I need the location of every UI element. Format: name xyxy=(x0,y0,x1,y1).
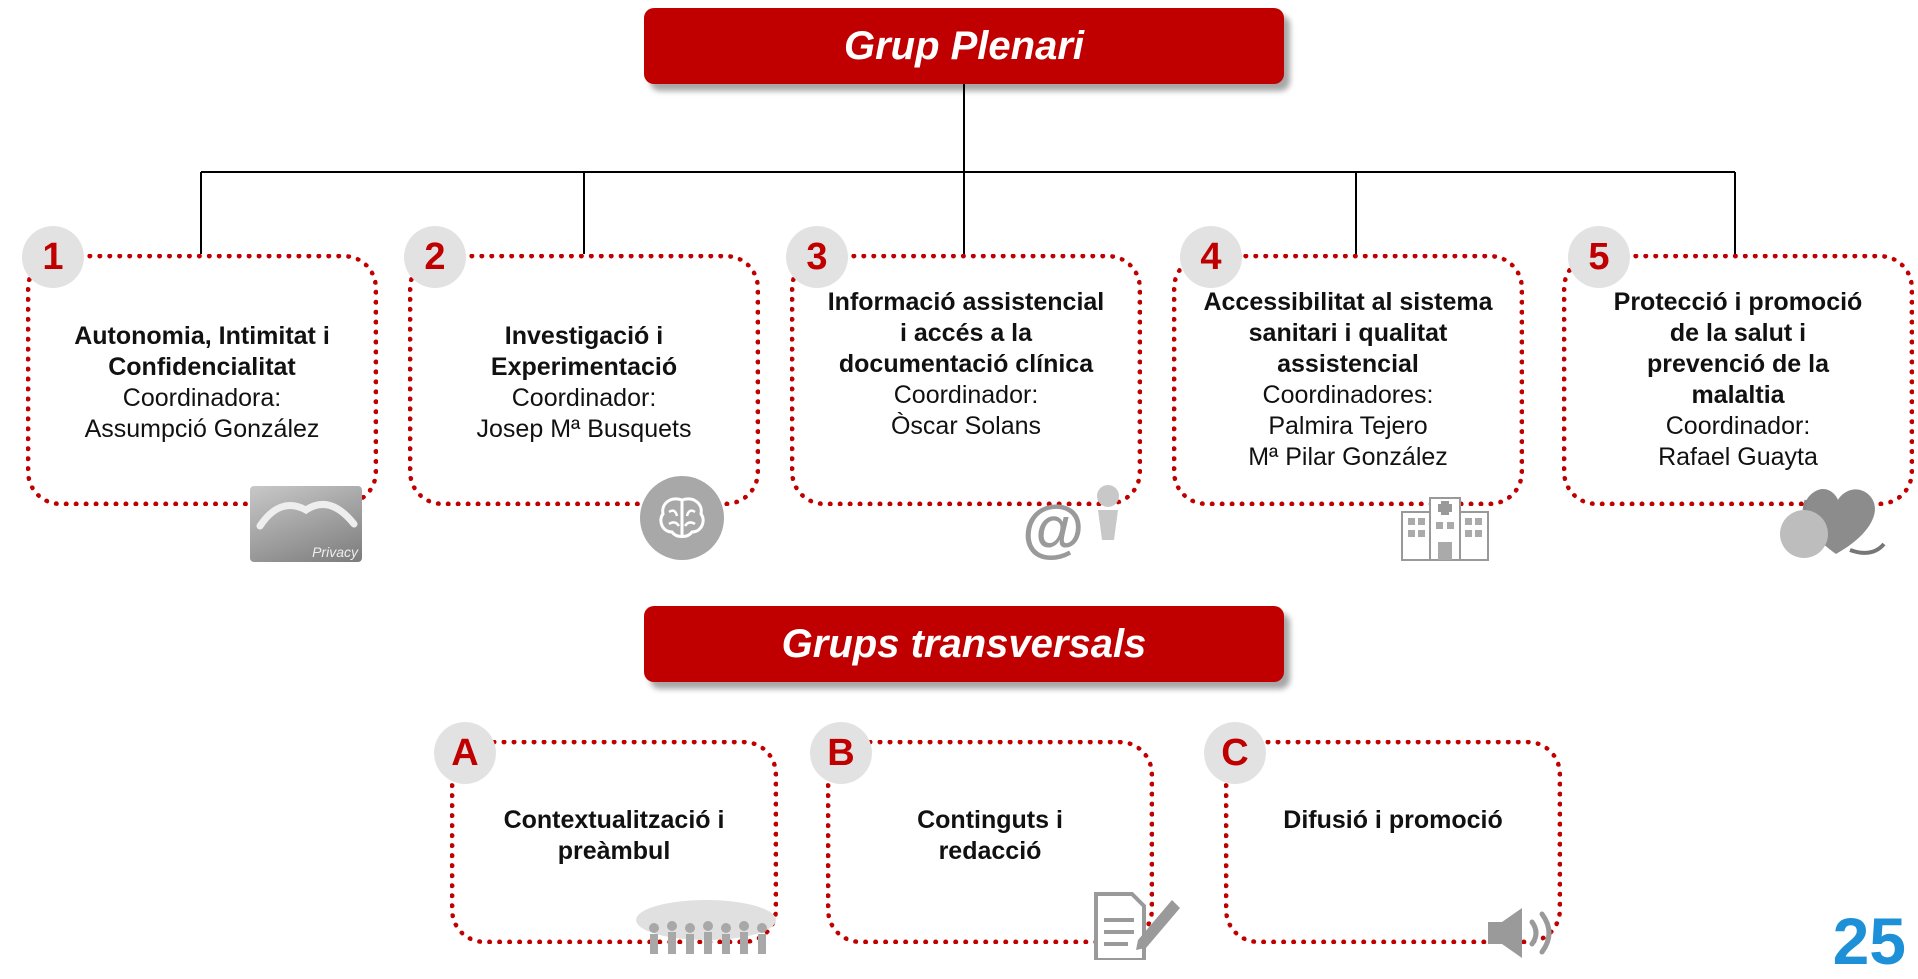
group-number-badge-5: 5 xyxy=(1568,226,1630,288)
group-coordinator: Assumpció González xyxy=(84,415,320,443)
group-card-3: Informació assistencial i accés a la doc… xyxy=(790,254,1142,506)
group-title: Investigació i Experimentació xyxy=(490,322,678,381)
page-number: 25 xyxy=(1832,904,1906,978)
speaker-icon xyxy=(1484,904,1566,962)
transversal-groups-header: Grups transversals xyxy=(644,606,1284,682)
plenary-group-title: Grup Plenari xyxy=(843,23,1085,68)
transversal-letter-badge-c: C xyxy=(1204,722,1266,784)
privacy-icon-label: Privacy xyxy=(312,544,358,560)
transversal-title: Continguts i redacció xyxy=(917,806,1063,865)
group-number-badge-1: 1 xyxy=(22,226,84,288)
group-card-4: Accessibilitat al sistema sanitari i qua… xyxy=(1172,254,1524,506)
document-pen-icon xyxy=(1088,880,1184,962)
hospital-icon xyxy=(1400,490,1490,562)
email-person-icon: @ xyxy=(1018,478,1128,564)
group-role: Coordinadores: xyxy=(1262,381,1434,409)
group-card-2: Investigació i Experimentació Coordinado… xyxy=(408,254,760,506)
group-coordinator: Mª Pilar González xyxy=(1248,443,1448,471)
group-coordinator: Òscar Solans xyxy=(890,412,1042,440)
privacy-icon: Privacy xyxy=(250,486,362,562)
group-coordinator: Rafael Guayta xyxy=(1658,443,1818,471)
group-title: Accessibilitat al sistema sanitari i qua… xyxy=(1203,288,1493,378)
group-title: Informació assistencial i accés a la doc… xyxy=(827,288,1105,378)
group-role: Coordinador: xyxy=(893,381,1039,409)
group-card-1: Autonomia, Intimitat i Confidencialitat … xyxy=(26,254,378,506)
transversal-groups-title: Grups transversals xyxy=(781,621,1147,666)
transversal-card-b: Continguts i redacció xyxy=(826,740,1154,944)
group-number-badge-4: 4 xyxy=(1180,226,1242,288)
transversal-title: Contextualització i preàmbul xyxy=(503,806,725,865)
transversal-letter-badge-b: B xyxy=(810,722,872,784)
group-coordinator: Palmira Tejero xyxy=(1268,412,1428,440)
group-title: Autonomia, Intimitat i Confidencialitat xyxy=(74,322,330,381)
group-coordinator: Josep Mª Busquets xyxy=(476,415,692,443)
svg-text:@: @ xyxy=(1022,492,1084,560)
transversal-letter-badge-a: A xyxy=(434,722,496,784)
group-role: Coordinador: xyxy=(1665,412,1811,440)
group-number-badge-2: 2 xyxy=(404,226,466,288)
group-role: Coordinadora: xyxy=(122,384,282,412)
group-title: Protecció i promoció de la salut i preve… xyxy=(1613,288,1863,409)
transversal-card-c: Difusió i promoció xyxy=(1224,740,1562,944)
brain-icon xyxy=(640,476,724,560)
group-role: Coordinador: xyxy=(511,384,657,412)
group-number-badge-3: 3 xyxy=(786,226,848,288)
group-card-5: Protecció i promoció de la salut i preve… xyxy=(1562,254,1914,506)
transversal-title: Difusió i promoció xyxy=(1283,806,1503,834)
health-fruit-icon xyxy=(1772,464,1892,564)
people-world-icon xyxy=(634,898,778,956)
plenary-group-header: Grup Plenari xyxy=(644,8,1284,84)
